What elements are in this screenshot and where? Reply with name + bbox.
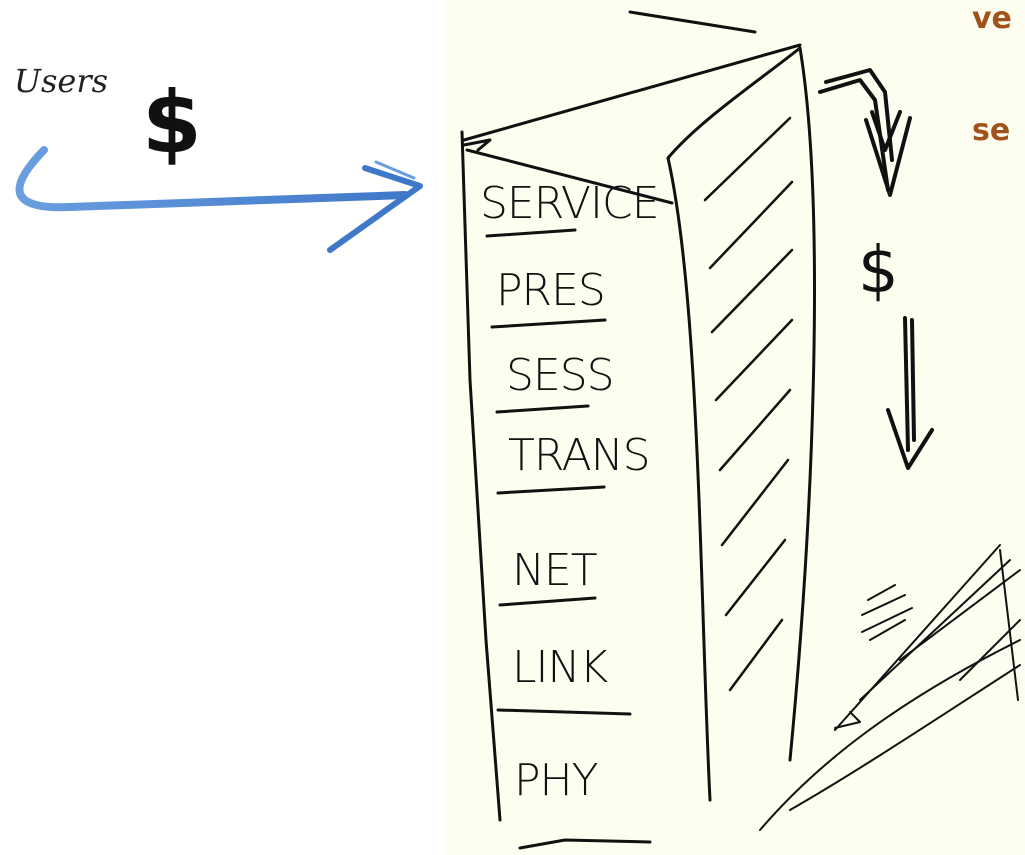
layer-dividers bbox=[485, 228, 632, 716]
blue-arrow-icon bbox=[15, 146, 423, 253]
right-edge-text-line2: se bbox=[972, 113, 1010, 148]
users-dollar-symbol: $ bbox=[142, 73, 202, 173]
lower-right-sketch bbox=[759, 544, 1021, 831]
users-label: Users bbox=[14, 62, 108, 100]
layer-label-net: NET bbox=[512, 545, 597, 596]
layer-label-trans: TRANS bbox=[508, 430, 650, 481]
layer-label-service: SERVICE bbox=[480, 178, 659, 229]
down-flow-arrow-bottom-icon bbox=[886, 316, 934, 470]
down-flow-arrow-top-icon bbox=[818, 68, 912, 197]
right-edge-text-line1: ve bbox=[972, 1, 1012, 36]
layer-label-pres: PRES bbox=[496, 265, 605, 316]
stack-tower-outline bbox=[460, 10, 816, 850]
layer-label-sess: SESS bbox=[506, 350, 614, 401]
layer-label-link: LINK bbox=[512, 642, 608, 693]
side-hatching bbox=[703, 116, 794, 692]
flow-dollar-symbol: $ bbox=[858, 234, 899, 308]
layer-label-phy: PHY bbox=[514, 755, 598, 806]
